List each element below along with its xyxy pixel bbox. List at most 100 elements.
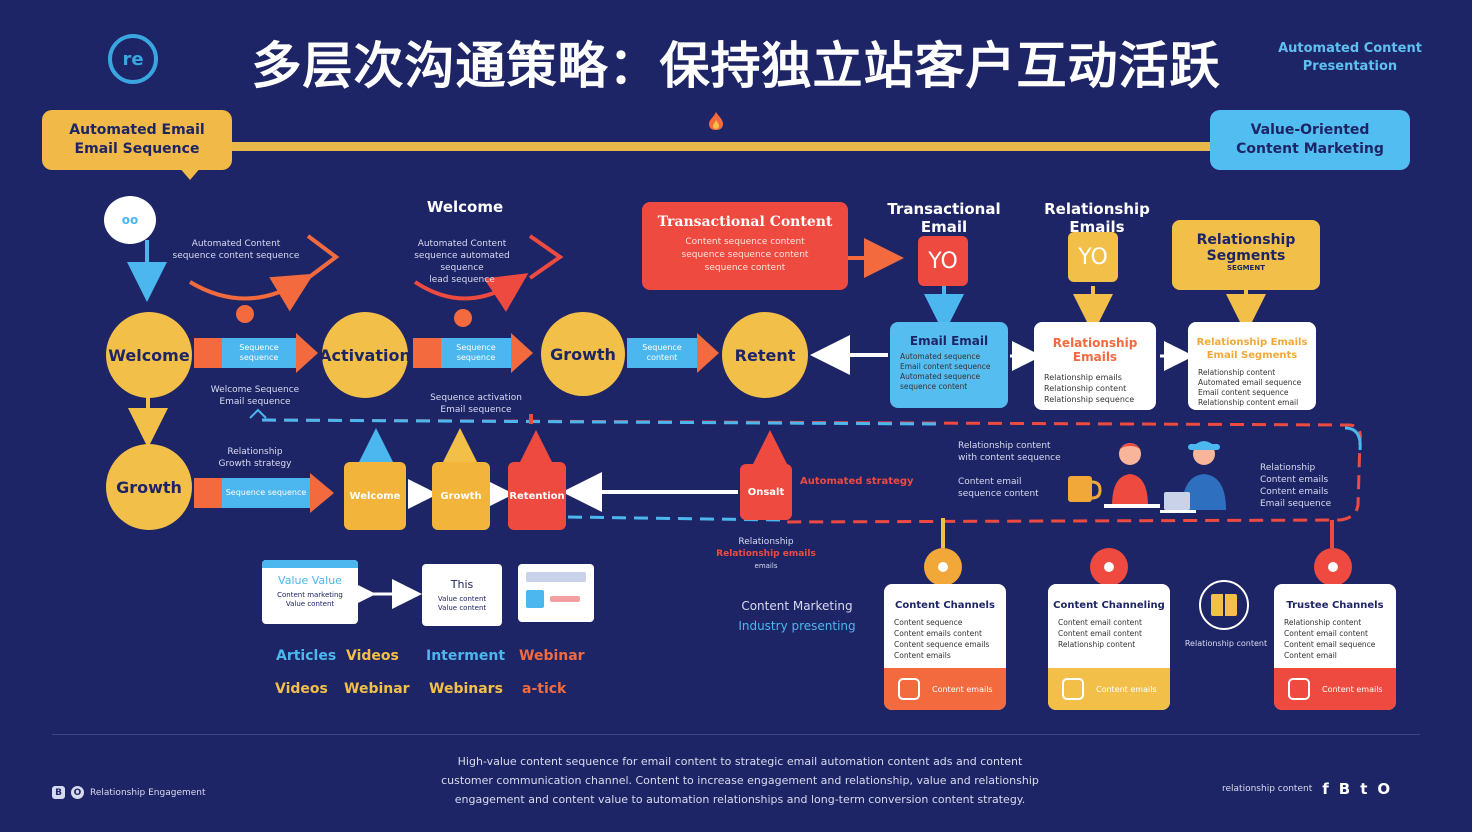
- format-videos: Videos: [346, 648, 399, 664]
- automation-label: Automated strategy: [800, 476, 914, 487]
- people-text-1: Relationship content with content sequen…: [958, 440, 1088, 464]
- bcard-2-foot: Content emails: [1096, 684, 1157, 694]
- bcard-2-line: Content email content: [1058, 629, 1142, 638]
- step-welcome-box: Welcome: [344, 462, 406, 530]
- relationship-emails-heading: Relationship Emails: [1044, 200, 1150, 236]
- card-1-line: Email content sequence: [900, 362, 991, 371]
- format-tick: a-tick: [522, 681, 567, 697]
- people-text-right: Relationship Content emails Content emai…: [1260, 462, 1344, 510]
- browser-window-3: [518, 564, 594, 622]
- caption-1-line2: sequence content sequence: [172, 251, 300, 261]
- trustee-channels-card: Trustee Channels Relationship content Co…: [1274, 584, 1396, 710]
- brand-b-icon[interactable]: B: [1338, 780, 1351, 798]
- transactional-box-line2: sequence sequence content: [681, 250, 809, 260]
- footer-line3: engagement and content value to automati…: [454, 793, 1026, 806]
- tools-icon: [1062, 678, 1084, 700]
- people-text-2: Content email sequence content: [958, 476, 1058, 500]
- lower-flow-arrow-text: Sequence sequence: [222, 478, 310, 508]
- card-2-line: Relationship sequence: [1044, 395, 1135, 404]
- browser-1-line1: Content marketing: [277, 591, 343, 599]
- caption-automated-1: Automated Content sequence content seque…: [168, 238, 304, 262]
- sub-caption-2: Sequence activation Email sequence: [428, 392, 524, 416]
- flow-arrow-2: Sequence sequence: [413, 338, 511, 368]
- card-3-title-line2: Email Segments: [1206, 350, 1298, 361]
- people-illustration-icon: [1068, 441, 1226, 513]
- people-right-line3: Content emails: [1260, 487, 1329, 497]
- pin-icon-yellow: [924, 548, 962, 586]
- page-title: 多层次沟通策略：保持独立站客户互动活跃: [251, 37, 1221, 95]
- caption-1-line1: Automated Content: [191, 239, 281, 249]
- bcard-2-title: Content Channeling: [1053, 600, 1165, 611]
- top-right-line2: Presentation: [1302, 59, 1398, 74]
- transactional-email-heading: Transactional Email: [887, 200, 1001, 236]
- welcome-heading: Welcome: [426, 198, 504, 216]
- people-text-1-line1: Relationship content: [958, 441, 1051, 451]
- relationship-segments-box: Relationship Segments SEGMENT: [1172, 220, 1320, 290]
- book-icon: [1199, 580, 1249, 630]
- node-growth: Growth: [541, 312, 625, 396]
- instagram-icon[interactable]: O: [1377, 780, 1391, 798]
- sub-caption-1-line1: Welcome Sequence: [210, 385, 300, 395]
- flow-arrow-1-text: Sequence sequence: [222, 338, 296, 368]
- yo-badge-red: YO: [918, 236, 968, 286]
- people-right-line2: Content emails: [1260, 475, 1329, 485]
- browser-2-line2: Value content: [437, 604, 487, 612]
- card-2-title: Relationship Emails: [1052, 336, 1138, 364]
- caption-automated-2: Automated Content sequence automated seq…: [392, 238, 532, 286]
- note-line2: Relationship emails: [716, 549, 816, 559]
- flow-arrow-3-text: Sequence content: [627, 338, 697, 368]
- bcard-1-line: Content sequence emails: [894, 640, 990, 649]
- browser-1-line2: Value content: [285, 600, 335, 608]
- bcard-1-line: Content emails: [894, 651, 951, 660]
- twitter-icon[interactable]: t: [1360, 780, 1368, 798]
- card-3-title-line1: Relationship Emails: [1196, 337, 1308, 348]
- relationship-segments-card: Relationship Emails Email Segments Relat…: [1188, 322, 1316, 410]
- top-timeline-rail: [200, 142, 1220, 151]
- card-3-line: Email content sequence: [1198, 388, 1289, 397]
- people-text-1-line2: with content sequence: [958, 453, 1061, 463]
- banner-right-line2: Content Marketing: [1236, 141, 1384, 157]
- transactional-box-line3: sequence content: [704, 263, 786, 273]
- growth-caption-line1: Relationship: [227, 447, 283, 457]
- format-webinars: Webinars: [429, 681, 503, 697]
- bcard-3-title: Trustee Channels: [1286, 600, 1384, 611]
- format-webinar-2: Webinar: [344, 681, 410, 697]
- top-right-line1: Automated Content: [1278, 41, 1422, 56]
- card-2-line: Relationship content: [1044, 384, 1127, 393]
- sub-caption-1: Welcome Sequence Email sequence: [210, 384, 300, 408]
- content-channels-card: Content Channels Content sequence Conten…: [884, 584, 1006, 710]
- card-1-line: Automated sequence: [900, 352, 981, 361]
- footer-line2: customer communication channel. Content …: [441, 774, 1039, 787]
- browser-1-title: Value Value: [278, 574, 342, 587]
- transactional-content-box: Transactional Content Content sequence c…: [642, 202, 848, 290]
- top-right-caption: Automated Content Presentation: [1270, 40, 1430, 76]
- facebook-icon[interactable]: f: [1322, 780, 1329, 798]
- banner-pointer: [178, 166, 202, 180]
- card-3-line: Relationship content email: [1198, 398, 1299, 407]
- channel-icon: [898, 678, 920, 700]
- image-thumb-icon: [526, 590, 544, 608]
- pin-icon-red: [1090, 548, 1128, 586]
- segment-line2: Segments: [1206, 248, 1286, 264]
- ovalt-box: Onsalt: [740, 464, 792, 520]
- node-welcome: Welcome: [106, 312, 192, 398]
- banner-right-line1: Value-Oriented: [1250, 122, 1370, 138]
- content-marketing-heading: Content Marketing: [741, 599, 853, 613]
- card-1-line: Automated sequence: [900, 372, 981, 381]
- flow-arrow-2-text: Sequence sequence: [441, 338, 511, 368]
- node-activation: Activation: [319, 312, 411, 398]
- start-chat-bubble: oo: [104, 196, 156, 244]
- badge-b-icon: B: [52, 786, 65, 799]
- footer-social: relationship content f B t O: [1222, 780, 1390, 798]
- browser-2-title: This: [450, 578, 474, 591]
- trust-icon: [1288, 678, 1310, 700]
- caption-2-line1: Automated Content: [417, 239, 507, 249]
- browser-2-line1: Value content: [437, 595, 487, 603]
- bcard-2-line: Relationship content: [1058, 640, 1136, 649]
- format-articles: Articles: [276, 648, 337, 664]
- node-growth-lower: Growth: [106, 444, 192, 530]
- bcard-3-line: Content email content: [1284, 629, 1368, 638]
